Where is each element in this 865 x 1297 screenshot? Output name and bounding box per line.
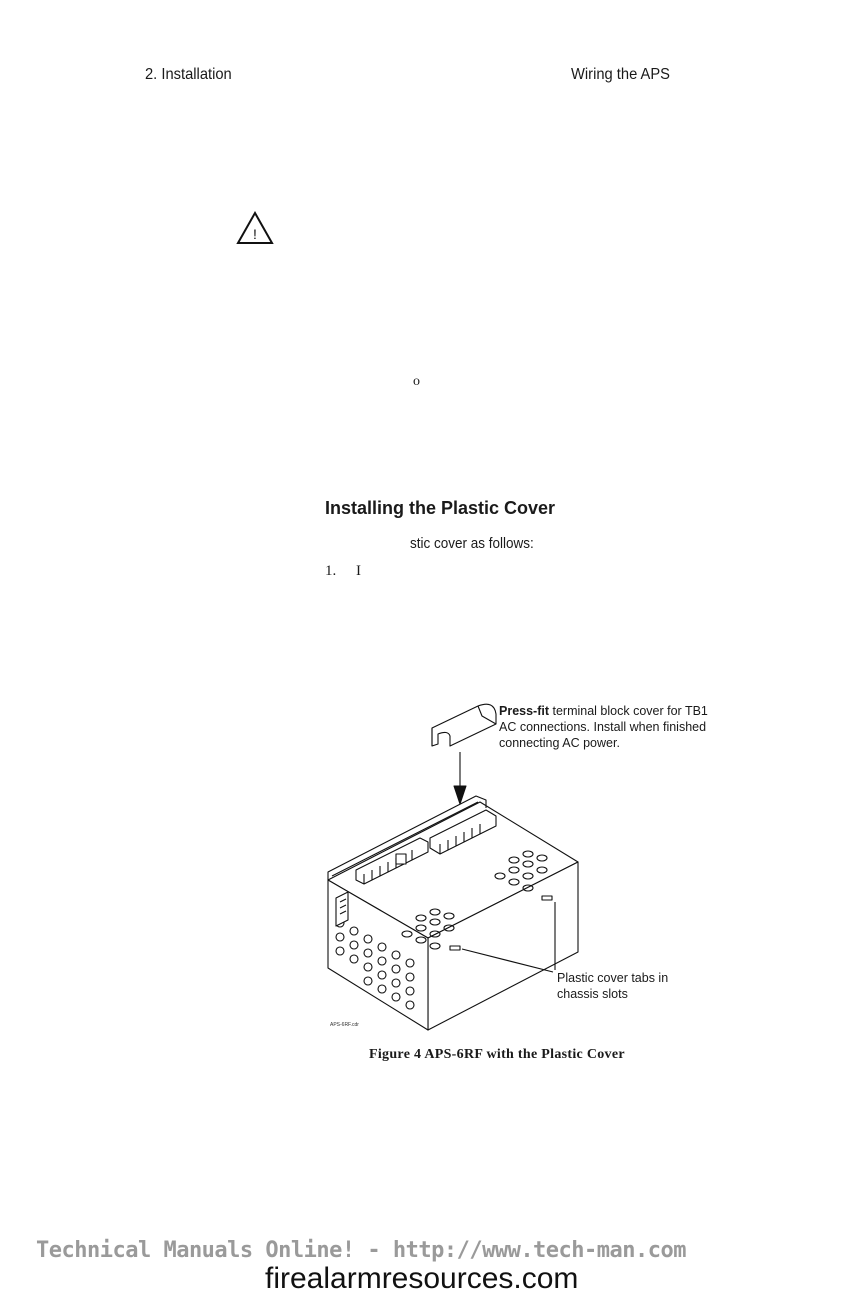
footer-site: firealarmresources.com	[265, 1262, 579, 1295]
tabs-callout: Plastic cover tabs in chassis slots	[557, 971, 669, 1001]
svg-text:!: !	[253, 226, 257, 242]
cover-callout: Press-fit terminal block cover for TB1 A…	[499, 703, 709, 751]
aps-6rf-figure	[327, 703, 579, 1031]
section-heading: Installing the Plastic Cover	[325, 498, 556, 518]
callout-bold: Press-fit	[499, 704, 550, 718]
warning-icon: !	[236, 211, 274, 244]
body-text-fragment: o	[413, 374, 420, 389]
intro-text: stic cover as follows:	[410, 535, 534, 552]
footer-watermark: Technical Manuals Online! - http://www.t…	[36, 1238, 687, 1263]
figure-caption: Figure 4 APS-6RF with the Plastic Cover	[369, 1047, 625, 1062]
step-text: I	[356, 563, 361, 579]
step-number: 1.	[325, 563, 337, 579]
running-header-right: Wiring the APS	[571, 66, 671, 83]
figure-id: APS-6RF.cdr	[330, 1022, 359, 1028]
running-header-left: 2. Installation	[145, 66, 232, 83]
callout-text: terminal block cover for TB1 AC connecti…	[499, 704, 708, 750]
